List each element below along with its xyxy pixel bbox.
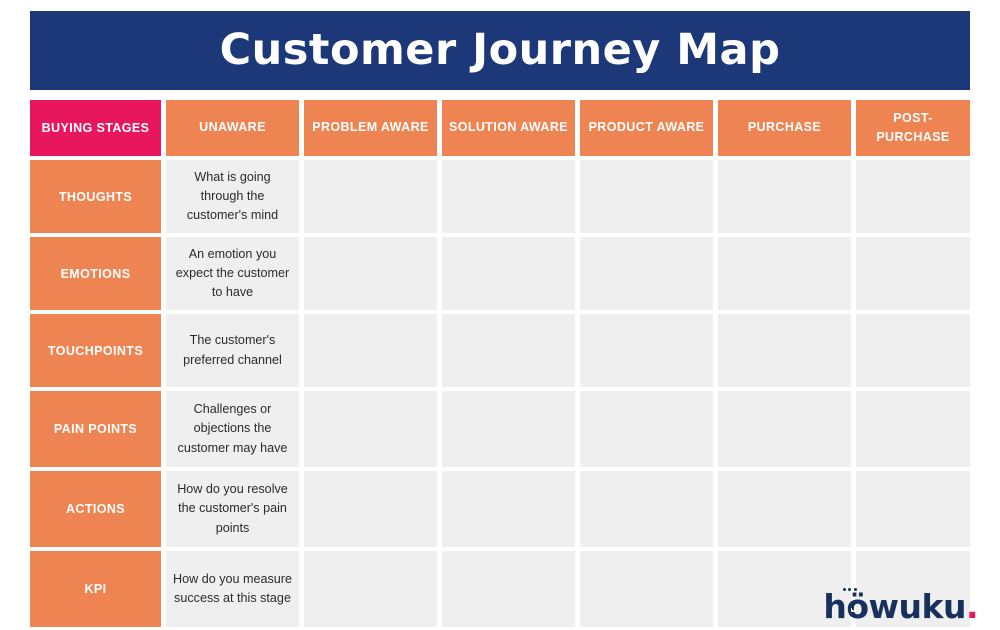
table-header-row: BUYING STAGES UNAWARE PROBLEM AWARE SOLU… [30, 100, 970, 156]
cell-actions-post-purchase[interactable] [856, 471, 970, 547]
cell-pain-points-product-aware[interactable] [580, 391, 713, 467]
row-label-touchpoints[interactable]: TOUCHPOINTS [30, 314, 161, 387]
cell-actions-problem-aware[interactable] [304, 471, 437, 547]
cell-actions-unaware[interactable]: How do you resolve the customer's pain p… [166, 471, 299, 547]
header-stage-solution-aware[interactable]: SOLUTION AWARE [442, 100, 575, 156]
header-buying-stages[interactable]: BUYING STAGES [30, 100, 161, 156]
cell-pain-points-solution-aware[interactable] [442, 391, 575, 467]
cell-thoughts-solution-aware[interactable] [442, 160, 575, 233]
cell-kpi-unaware[interactable]: How do you measure success at this stage [166, 551, 299, 627]
cell-emotions-solution-aware[interactable] [442, 237, 575, 310]
row-label-kpi[interactable]: KPI [30, 551, 161, 627]
cell-touchpoints-product-aware[interactable] [580, 314, 713, 387]
header-stage-purchase[interactable]: PURCHASE [718, 100, 851, 156]
cell-pain-points-problem-aware[interactable] [304, 391, 437, 467]
cell-emotions-problem-aware[interactable] [304, 237, 437, 310]
cell-thoughts-problem-aware[interactable] [304, 160, 437, 233]
page-title: Customer Journey Map [219, 25, 781, 75]
cell-thoughts-product-aware[interactable] [580, 160, 713, 233]
cell-touchpoints-solution-aware[interactable] [442, 314, 575, 387]
table-row: EMOTIONS An emotion you expect the custo… [30, 237, 970, 310]
cell-emotions-purchase[interactable] [718, 237, 851, 310]
title-banner: Customer Journey Map [30, 11, 970, 90]
header-stage-problem-aware[interactable]: PROBLEM AWARE [304, 100, 437, 156]
cell-thoughts-post-purchase[interactable] [856, 160, 970, 233]
cell-thoughts-unaware[interactable]: What is going through the customer's min… [166, 160, 299, 233]
cell-touchpoints-purchase[interactable] [718, 314, 851, 387]
cell-actions-product-aware[interactable] [580, 471, 713, 547]
row-label-thoughts[interactable]: THOUGHTS [30, 160, 161, 233]
cell-kpi-purchase[interactable] [718, 551, 851, 627]
journey-map-grid: BUYING STAGES UNAWARE PROBLEM AWARE SOLU… [30, 100, 970, 630]
cell-emotions-post-purchase[interactable] [856, 237, 970, 310]
cell-kpi-product-aware[interactable] [580, 551, 713, 627]
row-label-pain-points[interactable]: PAIN POINTS [30, 391, 161, 467]
cell-kpi-solution-aware[interactable] [442, 551, 575, 627]
cell-touchpoints-problem-aware[interactable] [304, 314, 437, 387]
cell-pain-points-purchase[interactable] [718, 391, 851, 467]
cell-actions-solution-aware[interactable] [442, 471, 575, 547]
cell-kpi-problem-aware[interactable] [304, 551, 437, 627]
row-label-emotions[interactable]: EMOTIONS [30, 237, 161, 310]
cell-emotions-product-aware[interactable] [580, 237, 713, 310]
cell-actions-purchase[interactable] [718, 471, 851, 547]
header-stage-product-aware[interactable]: PRODUCT AWARE [580, 100, 713, 156]
logo-period: . [965, 587, 979, 626]
header-stage-post-purchase[interactable]: POST-PURCHASE [856, 100, 970, 156]
table-row: KPI How do you measure success at this s… [30, 551, 970, 627]
cell-touchpoints-unaware[interactable]: The customer's preferred channel [166, 314, 299, 387]
table-row: PAIN POINTS Challenges or objections the… [30, 391, 970, 467]
row-label-actions[interactable]: ACTIONS [30, 471, 161, 547]
table-row: ACTIONS How do you resolve the customer'… [30, 471, 970, 547]
umlaut-dots-icon [842, 588, 857, 593]
clock-hands-icon [848, 607, 855, 614]
howuku-logo[interactable]: höwuku . [823, 587, 979, 626]
cell-touchpoints-post-purchase[interactable] [856, 314, 970, 387]
table-row: THOUGHTS What is going through the custo… [30, 160, 970, 233]
cell-kpi-post-purchase[interactable] [856, 551, 970, 627]
table-row: TOUCHPOINTS The customer's preferred cha… [30, 314, 970, 387]
cell-emotions-unaware[interactable]: An emotion you expect the customer to ha… [166, 237, 299, 310]
header-stage-unaware[interactable]: UNAWARE [166, 100, 299, 156]
howuku-wordmark-text: höwuku [823, 587, 966, 626]
cell-pain-points-post-purchase[interactable] [856, 391, 970, 467]
cell-thoughts-purchase[interactable] [718, 160, 851, 233]
cell-pain-points-unaware[interactable]: Challenges or objections the customer ma… [166, 391, 299, 467]
howuku-wordmark: höwuku [823, 587, 966, 626]
